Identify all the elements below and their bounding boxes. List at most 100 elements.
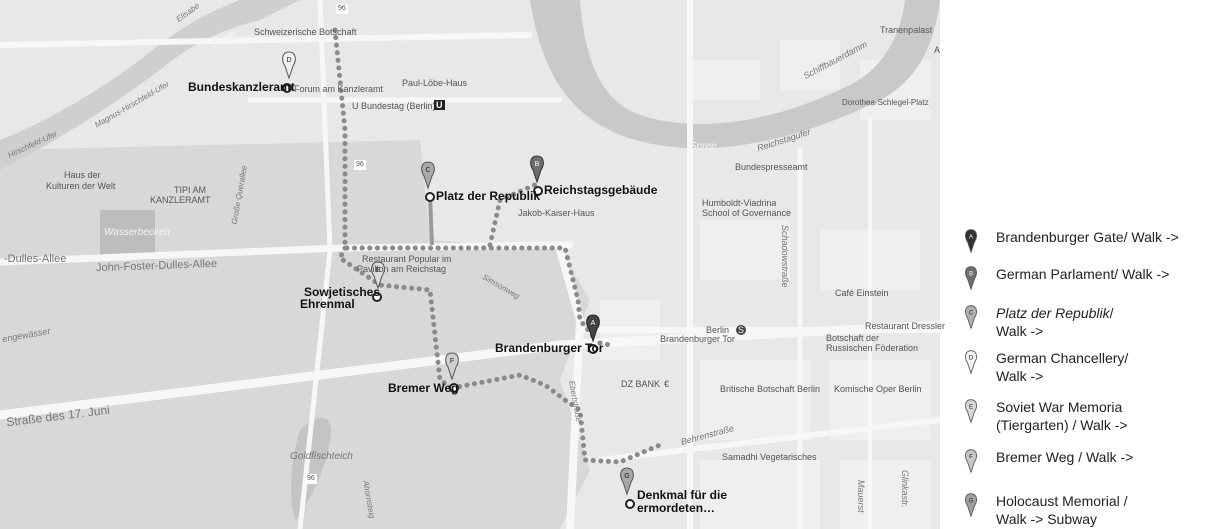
legend-line-1: German Chancellery/: [996, 350, 1129, 366]
place-humboldt-2[interactable]: School of Governance: [702, 208, 792, 218]
legend-marker-b-icon: B: [965, 266, 977, 291]
place-tranenpalast[interactable]: Tranenpalast: [880, 25, 933, 35]
place-schweizerische-botschaft[interactable]: Schweizerische Botschaft: [254, 27, 357, 37]
place-russische-botschaft-1[interactable]: Botschaft der: [826, 333, 880, 343]
legend-line-2: Walk ->: [996, 323, 1044, 339]
marker-a-letter: A: [591, 320, 596, 327]
place-a-cut: A: [934, 45, 941, 55]
wasserbecken: [100, 210, 155, 260]
place-britische-botschaft[interactable]: Britische Botschaft Berlin: [720, 384, 821, 394]
route-shield-96-c: 96: [305, 474, 317, 484]
place-cafe-einstein[interactable]: Café Einstein: [835, 288, 889, 298]
place-u-bundestag[interactable]: U Bundestag (Berlin): [352, 101, 436, 111]
poi-label-sowjetisches-2[interactable]: Ehrenmal: [300, 297, 355, 311]
place-haus-der-1[interactable]: Haus der: [64, 170, 101, 180]
spree-river-west: [0, 0, 300, 170]
marker-f[interactable]: F: [445, 352, 459, 381]
walking-route: [332, 27, 663, 465]
street-label-spree-ne: Spree: [690, 141, 717, 152]
legend-text-f: Bremer Weg / Walk ->: [996, 448, 1133, 466]
marker-g[interactable]: G: [620, 467, 634, 496]
legend-line-1: Brandenburger Gate/ Walk ->: [996, 229, 1179, 245]
place-haus-der-2[interactable]: Kulturen der Welt: [46, 181, 116, 191]
place-restaurant-dressler[interactable]: Restaurant Dressler: [865, 321, 946, 331]
ubahn-icon: U: [434, 100, 445, 110]
place-brandenburger-tor-station[interactable]: Brandenburger Tor: [660, 334, 735, 344]
goldfischteich-pond: [291, 417, 331, 520]
legend-line-2: Walk ->: [996, 368, 1044, 384]
legend-text-d: German Chancellery/Walk ->: [996, 349, 1128, 385]
poi-label-sowjetisches-1[interactable]: Sowjetisches: [304, 285, 381, 299]
route-shield-96-b: 96: [354, 160, 366, 170]
poi-label-denkmal-1[interactable]: Denkmal für die: [637, 488, 728, 502]
sbahn-icon: S: [736, 325, 747, 335]
svg-text:D: D: [969, 355, 974, 361]
marker-e-letter: E: [376, 267, 381, 274]
poi-label-reichstagsgebaeude[interactable]: Reichstagsgebäude: [544, 183, 658, 197]
label-goldfischteich: Goldfischteich: [290, 451, 353, 462]
marker-d-letter: D: [286, 57, 291, 64]
legend-line-1: Soviet War Memoria: [996, 399, 1123, 415]
place-komische-oper[interactable]: Komische Oper Berlin: [834, 384, 922, 394]
place-dorothea-schlegel-platz[interactable]: Dorothea-Schlegel-Platz: [842, 98, 929, 107]
place-humboldt-1[interactable]: Humboldt-Viadrina: [702, 198, 777, 208]
spree-river-east: [530, 0, 940, 149]
route-shield-96-a: 96: [336, 4, 348, 14]
marker-b[interactable]: B: [530, 155, 544, 184]
place-paul-loebe-haus[interactable]: Paul-Löbe-Haus: [402, 78, 468, 88]
legend-line-2: (Tiergarten) / Walk ->: [996, 417, 1128, 433]
place-samadhi[interactable]: Samadhi Vegetarisches: [722, 452, 817, 462]
legend-text-c: Platz der Republik/ Walk ->: [996, 304, 1114, 340]
legend-marker-a-icon: A: [965, 229, 977, 254]
poi-label-brandenburger-tor[interactable]: Brandenburger Tor: [495, 341, 604, 355]
marker-d[interactable]: D: [282, 51, 296, 80]
marker-e[interactable]: E: [371, 261, 385, 290]
legend-marker-g-icon: G: [965, 493, 977, 518]
marker-c[interactable]: C: [421, 161, 435, 190]
place-bundespresseamt[interactable]: Bundespresseamt: [735, 162, 808, 172]
svg-text:B: B: [969, 271, 973, 277]
map-canvas[interactable]: A B C D E F G: [0, 0, 940, 529]
poi-label-bremer-weg[interactable]: Bremer Weg: [388, 381, 459, 395]
place-russische-botschaft-2[interactable]: Russischen Föderation: [826, 343, 919, 353]
legend-italic-text: Platz der Republik: [996, 305, 1110, 321]
marker-a[interactable]: A: [586, 314, 600, 343]
svg-text:E: E: [969, 404, 973, 410]
legend-text-g: Holocaust Memorial / Walk -> Subway: [996, 492, 1128, 528]
label-wasserbecken: Wasserbecken: [104, 227, 170, 238]
legend-marker-f-icon: F: [965, 449, 977, 474]
svg-text:A: A: [969, 234, 974, 240]
place-forum-am-kanzleramt[interactable]: Forum am Kanzleramt: [294, 84, 384, 94]
legend-line-2: Walk -> Subway: [996, 511, 1098, 527]
legend-text-b: German Parlament/ Walk ->: [996, 265, 1169, 283]
street-label-dulles-1: -Dulles-Allee: [4, 253, 67, 265]
place-tipi-2[interactable]: KANZLERAMT: [150, 195, 211, 205]
marker-c-letter: C: [425, 167, 430, 174]
legend-marker-e-icon: E: [965, 399, 977, 424]
poi-label-bundeskanzleramt[interactable]: Bundeskanzleramt: [188, 80, 295, 94]
legend-line-1: Holocaust Memorial /: [996, 493, 1128, 509]
legend-marker-d-icon: D: [965, 350, 977, 375]
marker-f-letter: F: [450, 358, 454, 365]
poi-label-platz-der-republik[interactable]: Platz der Republik: [436, 189, 541, 203]
map-legend: A Brandenburger Gate/ Walk -> B German Parl…: [955, 228, 1209, 529]
svg-text:G: G: [969, 498, 974, 504]
poi-points: [282, 83, 635, 509]
svg-text:F: F: [969, 454, 973, 460]
place-tipi-1[interactable]: TIPI AM: [174, 185, 207, 195]
marker-b-letter: B: [535, 161, 540, 168]
route-segment-c: [428, 194, 434, 246]
roads: [0, 0, 940, 529]
place-dz-bank[interactable]: DZ BANK: [621, 379, 661, 389]
place-berlin[interactable]: Berlin: [706, 325, 730, 335]
euro-icon: €: [664, 379, 670, 389]
place-jakob-kaiser-haus[interactable]: Jakob-Kaiser-Haus: [518, 208, 595, 218]
place-restaurant-popular-1[interactable]: Restaurant Popular im: [362, 254, 452, 264]
legend-line-1: /: [1109, 305, 1114, 321]
place-restaurant-popular-2[interactable]: Pavillon am Reichstag: [357, 264, 447, 274]
poi-label-denkmal-2[interactable]: ermordeten…: [637, 501, 716, 515]
map-view[interactable]: A B C D E F G: [0, 0, 945, 529]
street-label-glinkastrasse: Glinkastr.: [900, 470, 910, 508]
legend-line-1: Bremer Weg / Walk ->: [996, 449, 1134, 465]
